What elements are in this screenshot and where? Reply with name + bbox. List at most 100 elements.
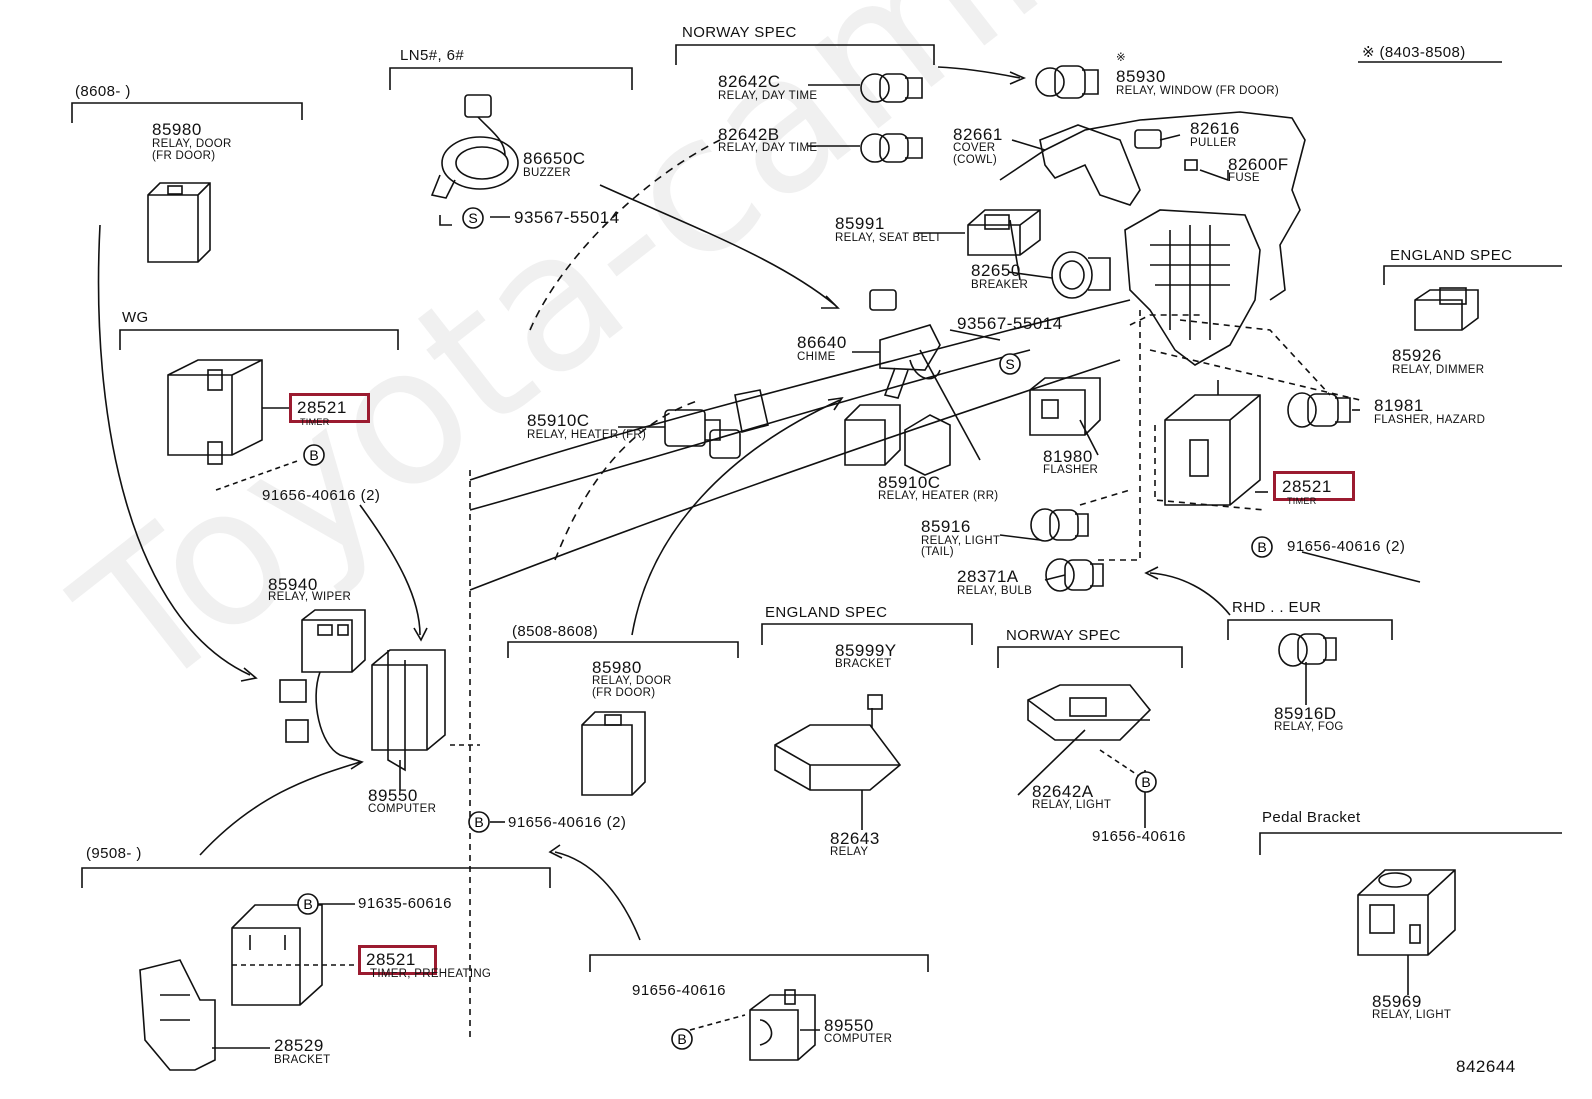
section-date-top: ※ (8403-8508) [1362, 44, 1466, 61]
part-82616-desc: PULLER [1190, 137, 1237, 149]
bracket-england-mid [761, 623, 973, 645]
part-81980: 81980 [1043, 447, 1093, 466]
part-82661-desc2: (COWL) [953, 154, 997, 166]
part-85916-desc2: (TAIL) [921, 546, 954, 558]
section-wg: WG [122, 309, 149, 326]
part-85926: 85926 [1392, 346, 1442, 365]
part-85910c-fr-desc: RELAY, HEATER (FR) [527, 429, 647, 441]
part-89550-bottom: 89550 [824, 1016, 874, 1035]
section-norway-top: NORWAY SPEC [682, 24, 797, 41]
part-82643-desc: RELAY [830, 846, 869, 858]
b-badge-icon: B [1135, 771, 1157, 793]
part-91656-norway: 91656-40616 [1092, 828, 1186, 845]
diagram-id: 842644 [1456, 1057, 1516, 1076]
part-89550-mid-desc: COMPUTER [368, 803, 437, 815]
bracket-wg [119, 329, 399, 350]
svg-text:B: B [474, 814, 483, 830]
bracket-9508 [81, 867, 551, 888]
part-91635: 91635-60616 [358, 895, 452, 912]
part-89550-bottom-desc: COMPUTER [824, 1033, 893, 1045]
part-85980-mid: 85980 [592, 658, 642, 677]
bracket-ln5 [389, 67, 633, 90]
part-82616: 82616 [1190, 119, 1240, 138]
part-85910c-rr-desc: RELAY, HEATER (RR) [878, 490, 999, 502]
highlight-28521-right [1273, 471, 1355, 501]
part-85999y-desc: BRACKET [835, 658, 892, 670]
part-85930-desc: RELAY, WINDOW (FR DOOR) [1116, 85, 1280, 97]
section-pedal: Pedal Bracket [1262, 809, 1361, 826]
bracket-bottom-mid [589, 954, 929, 972]
part-28521-wg-desc: TIMER [300, 417, 330, 427]
part-91656-mid: 91656-40616 (2) [508, 814, 627, 831]
part-85980-mid-desc: RELAY, DOOR [592, 675, 672, 687]
part-81981-desc: FLASHER, HAZARD [1374, 414, 1486, 426]
part-91656-bottom: 91656-40616 [632, 982, 726, 999]
section-9508: (9508- ) [86, 845, 142, 862]
section-8508: (8508-8608) [512, 623, 599, 640]
section-rhd: RHD . . EUR [1232, 599, 1322, 616]
bracket-norway-top [675, 44, 935, 65]
part-82642c: 82642C [718, 72, 781, 91]
bracket-pedal [1259, 832, 1562, 855]
svg-text:B: B [677, 1031, 686, 1047]
section-norway-mid: NORWAY SPEC [1006, 627, 1121, 644]
part-28521-preheating-desc: TIMER, PREHEATING [370, 968, 492, 980]
part-93567-mid: 93567-55014 [957, 314, 1063, 333]
part-28529-desc: BRACKET [274, 1054, 331, 1066]
part-28371a-desc: RELAY, BULB [957, 585, 1033, 597]
part-82600f-desc: FUSE [1228, 172, 1260, 184]
part-85910c-fr: 85910C [527, 411, 590, 430]
part-28371a: 28371A [957, 567, 1019, 586]
svg-text:B: B [1257, 539, 1266, 555]
part-85916d: 85916D [1274, 704, 1337, 723]
part-85930: 85930 [1116, 67, 1166, 86]
bracket-england-right [1383, 265, 1562, 285]
part-82642a-desc: RELAY, LIGHT [1032, 799, 1112, 811]
section-england-mid: ENGLAND SPEC [765, 604, 888, 621]
bracket-8608 [71, 102, 303, 123]
part-81981: 81981 [1374, 396, 1424, 415]
part-82642c-desc: RELAY, DAY TIME [718, 90, 818, 102]
part-85980-mid-desc2: (FR DOOR) [592, 687, 656, 699]
svg-text:B: B [309, 447, 318, 463]
part-85969: 85969 [1372, 992, 1422, 1011]
part-86640-desc: CHIME [797, 351, 836, 363]
part-89550-mid: 89550 [368, 786, 418, 805]
s-badge-icon: S [462, 207, 484, 229]
part-82642b-desc: RELAY, DAY TIME [718, 142, 818, 154]
b-badge-icon: B [303, 444, 325, 466]
highlight-28521-wg [289, 393, 370, 423]
part-28521-right-desc: TIMER [1287, 496, 1317, 506]
b-badge-icon: B [297, 893, 319, 915]
part-28521-wg: 28521 [297, 398, 347, 417]
part-82642a: 82642A [1032, 782, 1094, 801]
part-85980-upper: 85980 [152, 120, 202, 139]
part-85916-desc: RELAY, LIGHT [921, 535, 1001, 547]
part-85980-upper-desc: RELAY, DOOR [152, 138, 232, 150]
b-badge-icon: B [1251, 536, 1273, 558]
part-85930-mark: ※ [1116, 52, 1126, 64]
part-85910c-rr: 85910C [878, 473, 941, 492]
part-93567-upper: 93567-55014 [514, 208, 620, 227]
part-85916: 85916 [921, 517, 971, 536]
section-england-right: ENGLAND SPEC [1390, 247, 1513, 264]
section-8608: (8608- ) [75, 83, 131, 100]
section-ln5: LN5#, 6# [400, 47, 465, 64]
part-82600f: 82600F [1228, 155, 1289, 174]
part-86640: 86640 [797, 333, 847, 352]
s-badge-icon: S [999, 353, 1021, 375]
part-91656-right: 91656-40616 (2) [1287, 538, 1406, 555]
svg-text:B: B [303, 896, 312, 912]
part-82661: 82661 [953, 125, 1003, 144]
part-82642b: 82642B [718, 125, 780, 144]
b-badge-icon: B [468, 811, 490, 833]
highlight-28521-preheating [358, 945, 437, 975]
part-82650: 82650 [971, 261, 1021, 280]
part-85969-desc: RELAY, LIGHT [1372, 1009, 1452, 1021]
bracket-rhd [1227, 619, 1393, 640]
part-86650c: 86650C [523, 149, 586, 168]
part-82643: 82643 [830, 829, 880, 848]
part-85991-desc: RELAY, SEAT BELT [835, 232, 942, 244]
